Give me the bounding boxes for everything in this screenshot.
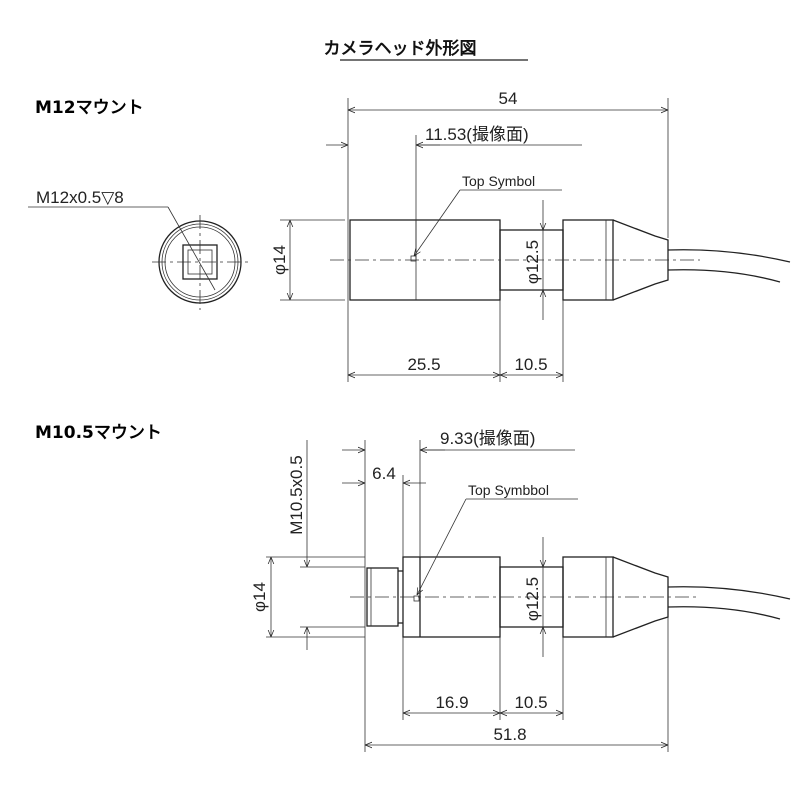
m12-image-plane: 11.53(撮像面) xyxy=(425,125,529,144)
page-title: カメラヘッド外形図 xyxy=(324,38,477,59)
m10-image-plane: 9.33(撮像面) xyxy=(440,429,535,448)
m10-total-length: 51.8 xyxy=(493,725,526,744)
m12-dia-neck: φ12.5 xyxy=(523,240,542,284)
m10-dia-neck: φ12.5 xyxy=(523,577,542,621)
m10-len-front: 16.9 xyxy=(435,693,468,712)
m10-drawing: M10.5マウント φ14 M10.5x0.5 9.33(撮像面) xyxy=(35,423,791,752)
top-symbol-mark xyxy=(413,595,420,602)
m12-top-symbol-label: Top Symbol xyxy=(462,173,535,189)
m12-section-label: M12マウント xyxy=(35,98,144,118)
m12-len-front: 25.5 xyxy=(407,355,440,374)
m12-dia-body: φ14 xyxy=(270,245,289,275)
m12-total-length: 54 xyxy=(499,89,518,108)
m10-dia-body: φ14 xyxy=(250,582,269,612)
m10-thread-callout: M10.5x0.5 xyxy=(287,455,306,534)
m12-end-view: M12x0.5▽8 xyxy=(28,188,248,310)
m12-thread-callout: M12x0.5▽8 xyxy=(36,188,124,207)
m10-thread-length: 6.4 xyxy=(372,464,396,483)
m10-section-label: M10.5マウント xyxy=(35,423,162,443)
m10-top-symbol-label: Top Symbbol xyxy=(468,482,549,498)
m10-len-neck: 10.5 xyxy=(514,693,547,712)
m12-drawing: M12マウント M12x0.5▽8 54 xyxy=(28,89,791,382)
m12-len-neck: 10.5 xyxy=(514,355,547,374)
